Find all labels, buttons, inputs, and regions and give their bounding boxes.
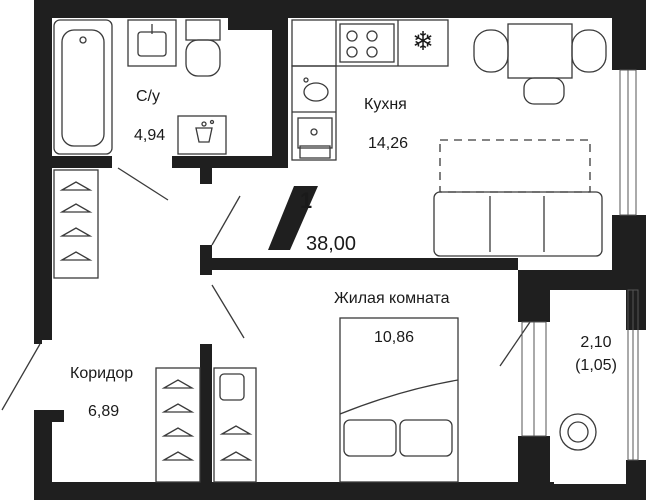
wardrobe-upper: [53, 169, 99, 279]
balcony-area-reduced: (1,05): [575, 357, 617, 374]
corridor-name: Коридор: [70, 365, 133, 382]
svg-text:❄: ❄: [412, 26, 434, 56]
sink-kitchen: [297, 117, 333, 159]
kitchen-name: Кухня: [364, 96, 407, 113]
kitchen-area: 14,26: [368, 135, 408, 152]
balcony-area: 2,10: [580, 334, 611, 351]
total-area-badge: 1: [268, 186, 318, 250]
sofa: [433, 139, 603, 257]
wardrobe-lower: [155, 367, 257, 483]
bed: [339, 317, 459, 483]
bathroom-name: С/у: [136, 88, 160, 105]
dining-table: [473, 23, 607, 105]
bathtub: [53, 19, 113, 155]
stove: [339, 23, 395, 63]
room-count: 1: [300, 188, 312, 213]
doors: [1, 167, 531, 411]
corridor-area: 6,89: [88, 403, 119, 420]
kitchen-counter: [291, 19, 449, 161]
walls: [34, 0, 646, 500]
fridge: ❄: [412, 26, 434, 56]
windows: [521, 69, 639, 461]
bathroom-area: 4,94: [134, 127, 165, 144]
sink-bathroom: [127, 19, 177, 67]
living-area: 10,86: [374, 329, 414, 346]
washing-machine: [177, 115, 227, 155]
living-name: Жилая комната: [334, 290, 450, 307]
dishwasher: [303, 77, 329, 102]
toilet: [185, 19, 221, 77]
total-area: 38,00: [306, 233, 356, 255]
armchair: [559, 413, 597, 451]
